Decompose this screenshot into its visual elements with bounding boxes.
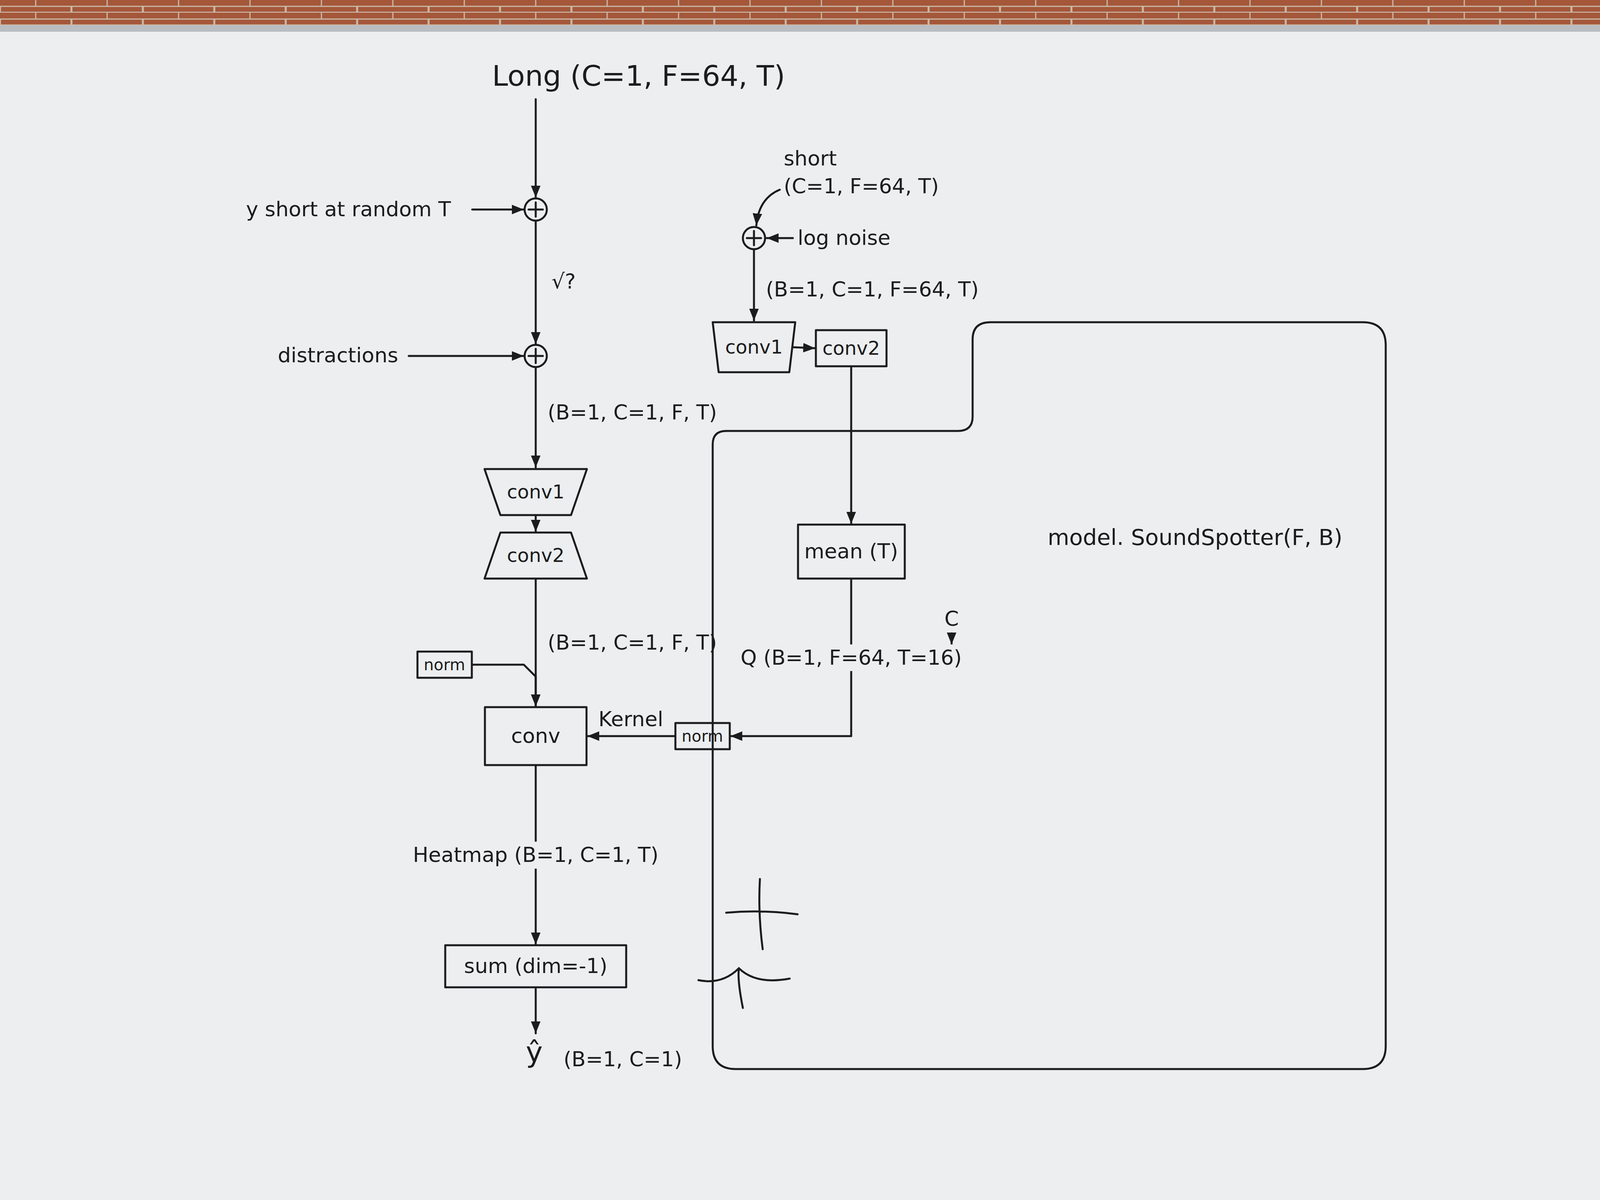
conv-box: conv2	[815, 329, 888, 368]
outline-path	[417, 651, 472, 678]
input-label: distractions	[277, 343, 399, 368]
edge-label: Kernel	[598, 707, 664, 731]
edge-label-holder: (B=1, C=1, F, T)	[547, 630, 718, 655]
edge-label-holder: Kernel	[598, 707, 664, 732]
label-holder: distractions	[277, 343, 399, 368]
conv-trapezoid: conv1	[483, 468, 588, 516]
brick-wall	[0, 0, 1600, 26]
input-label: short	[783, 146, 837, 171]
note-arrow	[950, 633, 953, 645]
noise-arrow	[766, 237, 793, 240]
flow-connector	[850, 367, 853, 524]
box-text: conv2	[506, 544, 565, 567]
note-label: √?	[551, 269, 576, 294]
box-text: conv2	[822, 337, 880, 360]
label-holder: Long (C=1, F=64, T)	[492, 59, 786, 93]
sum-box: sum (dim=-1)	[444, 944, 627, 989]
box-text: mean (T)	[804, 539, 899, 564]
heading-holder: model. SoundSpotter(F, B)	[1047, 524, 1343, 550]
outline-path	[675, 723, 730, 750]
flow-arrow	[534, 221, 537, 345]
label-holder: (B=1, C=1, F=64, T)	[765, 277, 979, 302]
edge-label-holder: Heatmap (B=1, C=1, T)	[407, 841, 664, 869]
flow-connector	[793, 347, 816, 349]
edge-label-holder: Q (B=1, F=64, T=16)	[735, 644, 967, 672]
input-arrow	[756, 189, 780, 226]
conv-trapezoid: conv1	[711, 321, 797, 374]
output-arrow	[534, 988, 537, 1034]
flow-connector	[534, 515, 537, 532]
label-holder: (B=1, C=1)	[563, 1047, 683, 1072]
flow-connector	[472, 664, 537, 707]
shape-label: (C=1, F=64, T)	[783, 174, 939, 199]
label-holder: √?	[551, 269, 576, 294]
box-text: norm	[423, 655, 466, 674]
shape-label: (B=1, C=1, F=64, T)	[765, 277, 979, 302]
edge-label: Heatmap (B=1, C=1, T)	[412, 842, 659, 867]
outline-path	[798, 524, 905, 579]
output-label: ŷ	[525, 1035, 543, 1069]
norm-box: norm	[416, 650, 473, 679]
input-label: Long (C=1, F=64, T)	[492, 59, 786, 93]
box-text: conv	[511, 724, 561, 749]
flow-connector	[587, 735, 675, 738]
noise-label: log noise	[797, 225, 891, 250]
label-holder: (B=1, C=1, F, T)	[547, 400, 718, 425]
conv-box: conv	[484, 706, 588, 766]
input-arrow	[472, 208, 524, 211]
label-holder: C	[944, 607, 959, 631]
label-holder: ŷ	[525, 1035, 543, 1069]
mean-box: mean (T)	[797, 523, 906, 580]
region-outline	[357, 269, 477, 329]
outline-path	[712, 322, 1386, 1070]
sum-symbol	[524, 344, 547, 368]
input-label: y short at random T	[246, 197, 451, 222]
model-heading: model. SoundSpotter(F, B)	[1047, 524, 1343, 550]
edge-label: Q (B=1, F=64, T=16)	[740, 645, 962, 670]
box-text: conv1	[725, 336, 783, 358]
board-frame	[0, 25, 1600, 32]
box-text: sum (dim=-1)	[463, 954, 608, 979]
outline-path	[484, 532, 587, 579]
sum-symbol-cross	[746, 230, 762, 246]
box-text: norm	[681, 726, 724, 746]
flow-arrow	[753, 250, 756, 321]
edge-label: (B=1, C=1, F, T)	[547, 630, 718, 655]
input-arrow	[534, 99, 537, 198]
shape-label: (B=1, C=1)	[563, 1047, 683, 1072]
label-holder: short	[783, 146, 837, 171]
sum-symbol	[742, 226, 766, 250]
outline-path	[484, 707, 587, 766]
scribble	[726, 878, 798, 950]
flow-arrow	[534, 367, 537, 468]
outline-path	[712, 322, 796, 373]
outline-path	[445, 945, 627, 988]
label-holder: log noise	[797, 226, 891, 250]
shape-label: (B=1, C=1, F, T)	[547, 400, 718, 425]
axis-label: C	[944, 606, 959, 631]
outline-path	[484, 469, 587, 516]
input-arrow	[408, 355, 524, 358]
sum-symbol-cross	[528, 348, 543, 364]
sum-symbol-cross	[528, 202, 543, 217]
norm-box: norm	[674, 722, 731, 750]
label-holder: (C=1, F=64, T)	[783, 174, 939, 199]
label-holder: y short at random T	[246, 197, 451, 222]
outline-path	[815, 330, 887, 367]
sum-symbol	[524, 198, 547, 221]
box-text: conv1	[506, 480, 565, 503]
conv-trapezoid: conv2	[483, 531, 588, 580]
